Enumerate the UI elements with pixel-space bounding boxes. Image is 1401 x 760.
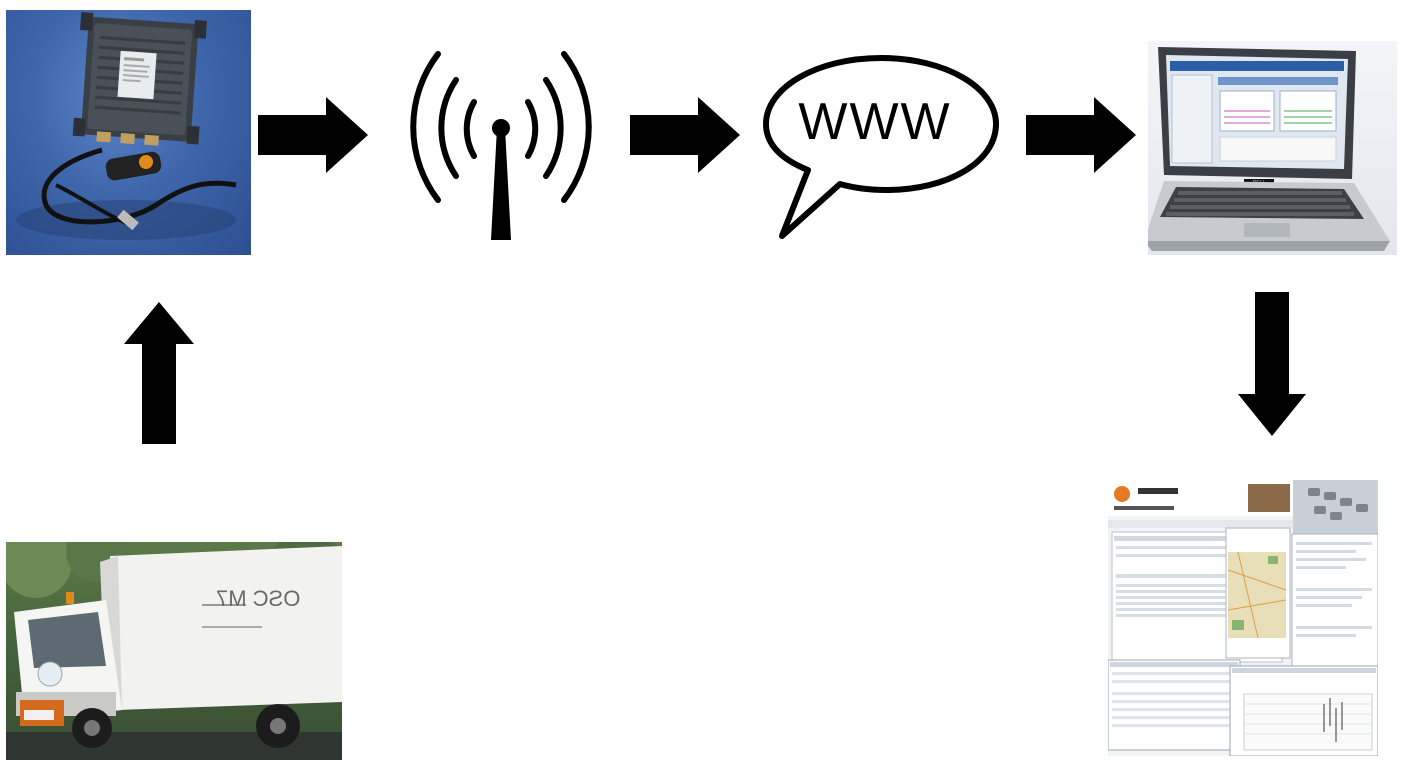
portal-collage-illustration <box>1108 480 1378 756</box>
arrow-right-3 <box>1026 97 1136 173</box>
device-photo <box>6 10 251 255</box>
www-label: WWW <box>798 93 952 151</box>
web-portal-screenshot <box>1108 480 1378 756</box>
arrow-up <box>124 302 194 444</box>
wireless-antenna-icon <box>410 51 592 240</box>
device-illustration <box>16 11 237 240</box>
laptop-illustration: DELL <box>1148 47 1390 251</box>
truck-photo: OSC M7 <box>6 542 342 760</box>
arrow-right-1 <box>258 97 368 173</box>
laptop-photo: DELL <box>1148 41 1397 255</box>
truck-side-text: OSC M7 <box>216 586 301 611</box>
internet-speech-bubble <box>763 55 999 239</box>
arrow-down <box>1238 292 1306 436</box>
arrow-right-2 <box>630 97 740 173</box>
truck-illustration <box>6 542 342 760</box>
